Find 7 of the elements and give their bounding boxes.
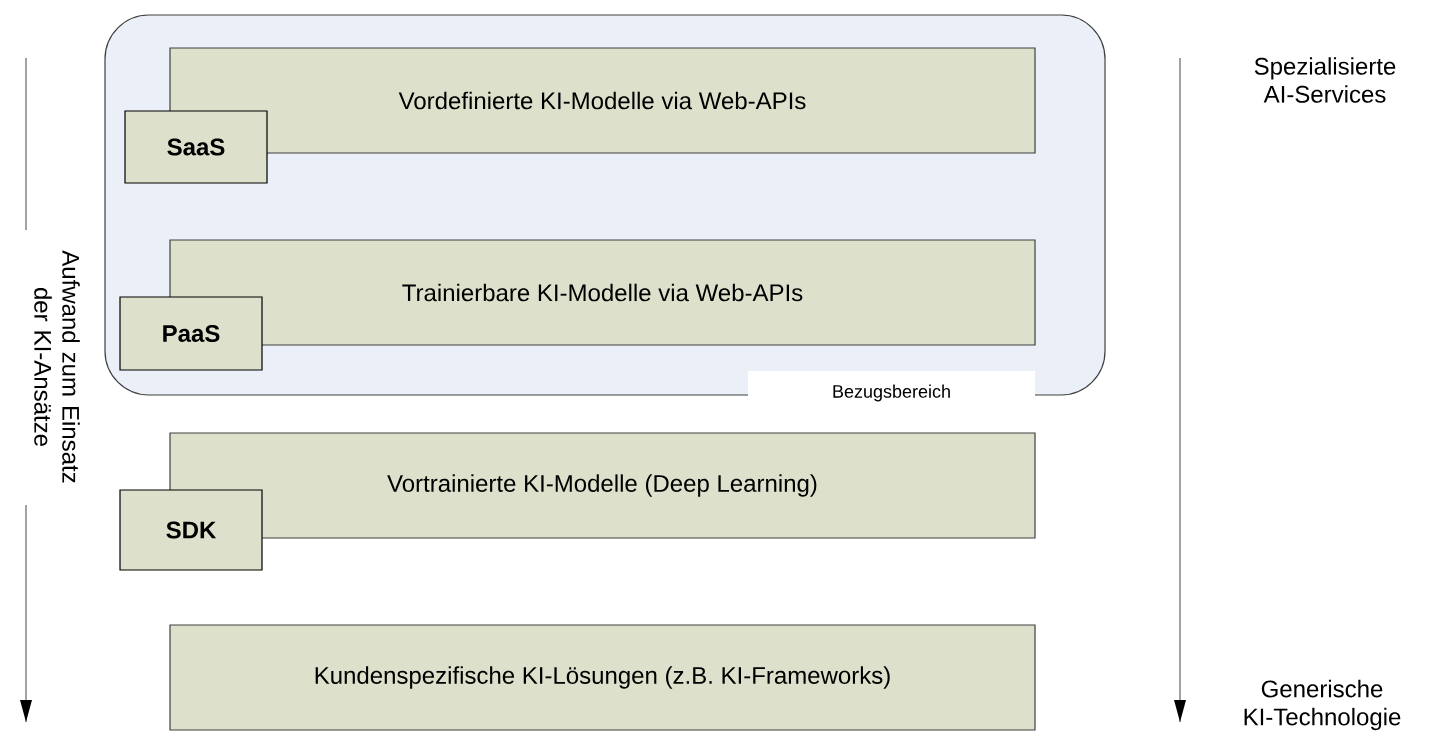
tier-tag: SaaS — [124, 110, 268, 184]
axis-label: Generische KI-Technologie — [1244, 679, 1401, 731]
axis-label: Spezialisierte AI-Services — [1254, 57, 1396, 103]
axis-label: Aufwand zum Einsatz der KI-Ansätze — [34, 250, 80, 483]
layer-bar: Kundenspezifische KI-Lösungen (z.B. KI-Frameworks) — [169, 624, 1036, 731]
tier-tag: SDK — [119, 489, 263, 571]
tier-tag: PaaS — [119, 296, 263, 371]
